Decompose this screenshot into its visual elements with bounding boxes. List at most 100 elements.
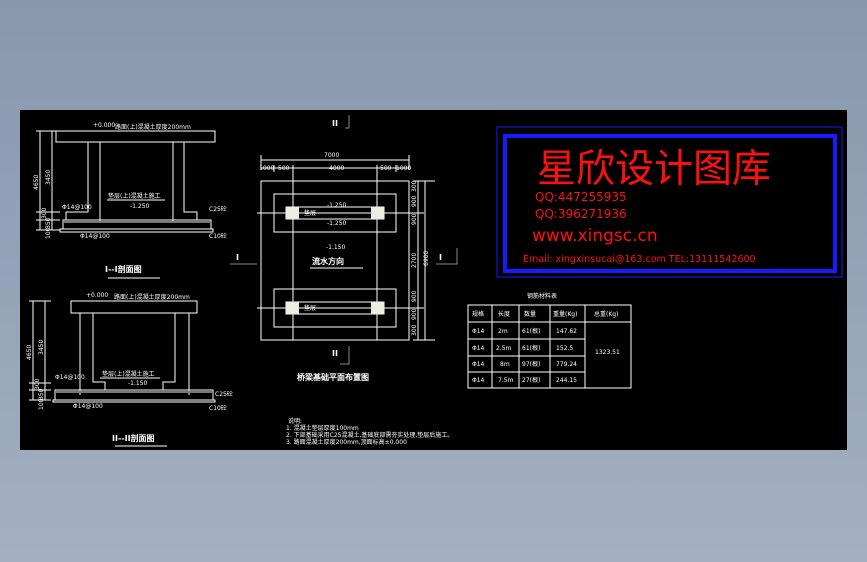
drawing-sheet[interactable] <box>20 110 847 450</box>
plan-view: 7000 1000 500 4000 500 1000 300 900 900 … <box>230 115 458 382</box>
dim-c: 100 <box>45 227 52 239</box>
notes-heading: 说明: <box>288 417 302 425</box>
watermark-contact: Email: xingxinsucai@163.com TEL:13111542… <box>523 254 756 265</box>
watermark-site: www.xingsc.cn <box>532 226 658 246</box>
dimension-lines <box>260 155 435 341</box>
watermark-frame-inner <box>503 134 837 273</box>
svg-text:Φ14: Φ14 <box>472 345 485 352</box>
concrete-label-2: C10砼 <box>209 232 227 240</box>
dim-right-total: 6900 <box>423 251 430 266</box>
section-marker-line <box>436 248 458 265</box>
watermark-title: 星欣设计图库 <box>537 147 771 192</box>
dim-b: 350 <box>45 217 52 229</box>
outer-footprint <box>260 180 410 341</box>
dim-total: 7000 <box>324 152 339 159</box>
notes: 说明: 1. 混凝土垫层厚度100mm 2. 下部基础采用C25混凝土,基础底部… <box>286 417 453 446</box>
watermark-qq2: QQ:396271936 <box>535 207 627 221</box>
section-marker-line <box>340 346 350 365</box>
beam-label: 垫层 <box>304 209 316 217</box>
dim-a: 300 <box>41 207 48 219</box>
svg-text:7.5m: 7.5m <box>498 377 514 384</box>
svg-text:8m: 8m <box>500 361 510 368</box>
elevation: -1.250 <box>327 202 347 209</box>
dim-total: 4650 <box>33 175 40 190</box>
rebar-label-1: Φ14@100 <box>55 374 85 381</box>
rebar-label-2: Φ14@100 <box>73 403 103 410</box>
concrete-label-2: C10砼 <box>209 404 227 412</box>
table-row: Φ14 2m 61(根) 147.62 <box>472 327 577 335</box>
section-marker-line <box>345 115 350 129</box>
beam-label: 垫层 <box>304 304 316 312</box>
dim-total: 4650 <box>26 345 33 360</box>
rebar-layer <box>56 391 212 393</box>
svg-text:2.5m: 2.5m <box>496 345 512 352</box>
dim-right: 300 <box>411 324 418 336</box>
svg-text:Φ14: Φ14 <box>472 377 485 384</box>
table-header: 数量 <box>524 310 536 318</box>
walls <box>79 313 190 395</box>
note-mid: 垫层(上)混凝土施工 <box>108 192 161 200</box>
rebar-layer <box>64 221 210 223</box>
table-grid <box>468 305 631 388</box>
svg-text:244.15: 244.15 <box>556 377 577 384</box>
svg-text:Φ14: Φ14 <box>472 361 485 368</box>
column-pads <box>286 207 384 314</box>
top-slab <box>55 130 216 143</box>
watermark-frame-outer <box>496 126 843 278</box>
svg-text:2m: 2m <box>498 328 508 335</box>
watermark-qq1: QQ:447255935 <box>535 190 627 204</box>
dim-right: 900 <box>411 195 418 207</box>
cushion <box>52 399 216 403</box>
flow-direction-label: 流水方向 <box>312 256 344 266</box>
note-mid: 垫层(上)混凝土施工 <box>102 370 155 378</box>
dim-right: 2700 <box>411 253 418 268</box>
svg-text:147.62: 147.62 <box>556 328 577 335</box>
elevation-mid: -1.250 <box>130 203 150 210</box>
section-2-2: +0.000 路面(上)混凝土厚度200mm 垫层(上)混凝土施工 -1.150… <box>26 292 233 447</box>
note-line: 1. 混凝土垫层厚度100mm <box>286 424 359 432</box>
note-line: 3. 路面混凝土厚度200mm,顶面标高±0.000 <box>286 438 407 446</box>
svg-text:61(根): 61(根) <box>522 327 540 335</box>
dim-right: 900 <box>411 213 418 225</box>
concrete-label-1: C25砼 <box>209 205 227 213</box>
section-marker: II <box>332 119 338 128</box>
rebar-label-2: Φ14@100 <box>80 233 110 240</box>
section-marker: I <box>439 253 442 262</box>
walls <box>65 142 198 222</box>
total-weight: 1323.51 <box>595 349 620 356</box>
table-header: 总重(Kg) <box>594 310 618 318</box>
dim-b: 350 <box>38 388 45 400</box>
dimension-lines <box>36 130 165 231</box>
rebar-label-1: Φ14@100 <box>62 204 92 211</box>
table-header: 长度 <box>498 310 510 318</box>
section-title: II--II剖面图 <box>112 433 155 443</box>
dim-top: 4000 <box>329 165 344 172</box>
dim-top: 500 <box>278 165 290 172</box>
top-slab <box>70 300 198 314</box>
table-title: 钢筋材料表 <box>527 292 557 300</box>
section-1-1: +0.000 路面(上)混凝土厚度200mm 垫层(上)混凝土施工 -1.250… <box>33 122 227 279</box>
svg-text:Φ14: Φ14 <box>472 328 485 335</box>
elevation-top: +0.000 <box>86 292 108 299</box>
table-row: Φ14 7.5m 27(根) 244.15 <box>472 376 577 384</box>
svg-text:27(根): 27(根) <box>522 376 540 384</box>
dimension-lines <box>29 300 160 401</box>
svg-text:61(根): 61(根) <box>522 344 540 352</box>
watermark-block: 星欣设计图库 QQ:447255935 QQ:396271936 www.xin… <box>496 126 843 278</box>
svg-text:779.24: 779.24 <box>556 361 577 368</box>
note-top: 路面(上)混凝土厚度200mm <box>115 123 191 131</box>
dim-wall: 3450 <box>45 170 52 185</box>
section-marker: I <box>236 253 239 262</box>
dim-right: 900 <box>411 290 418 302</box>
dim-right: 900 <box>411 308 418 320</box>
concrete-label-1: C25砼 <box>215 390 233 398</box>
section-marker: II <box>332 349 338 358</box>
elevation-top: +0.000 <box>93 122 115 129</box>
note-line: 2. 下部基础采用C25混凝土,基础底部需夯实处理,垫层后施工。 <box>286 431 453 439</box>
elevation: -1.150 <box>326 244 346 251</box>
dim-a: 300 <box>34 378 41 390</box>
